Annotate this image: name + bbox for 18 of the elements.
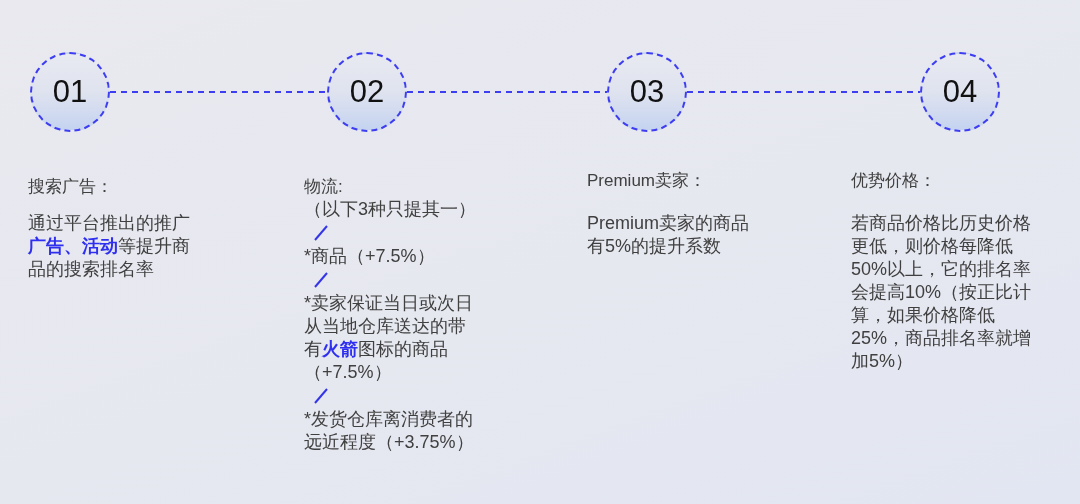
description-text: *发货仓库离消费者的远近程度（+3.75%）: [304, 408, 475, 454]
number-circle: 02: [327, 52, 407, 132]
description-text: *卖家保证当日或次日从当地仓库送达的带有火箭图标的商品（+7.5%）: [304, 292, 474, 384]
number-circle: 03: [607, 52, 687, 132]
dashed-connector: [406, 91, 608, 93]
section-heading: 物流:: [304, 176, 343, 198]
number-circle: 01: [30, 52, 110, 132]
description-text: （以下3种只提其一）: [304, 198, 476, 221]
description-text: 通过平台推出的推广广告、活动等提升商品的搜索排名率: [28, 212, 191, 281]
description-text: *商品（+7.5%）: [304, 245, 435, 268]
section-heading: 优势价格：: [851, 170, 936, 192]
dashed-connector: [109, 91, 328, 93]
section-heading: Premium卖家：: [587, 170, 706, 192]
number-circle: 04: [920, 52, 1000, 132]
description-text: Premium卖家的商品有5%的提升系数: [587, 212, 750, 258]
description-text: 若商品价格比历史价格更低，则价格每降低50%以上，它的排名率会提高10%（按正比计算，如果价格降低25%，商品排名率就增加5%）: [851, 212, 1033, 373]
section-heading: 搜索广告：: [28, 176, 113, 198]
dashed-connector: [686, 91, 921, 93]
